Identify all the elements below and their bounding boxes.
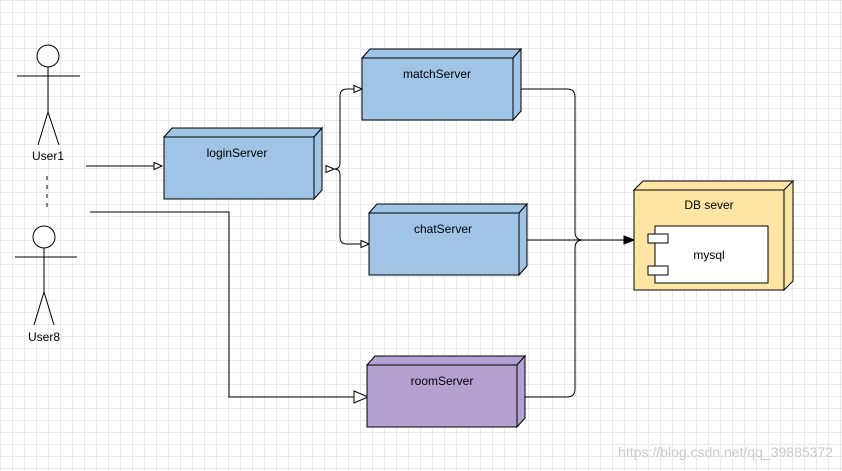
node-match-server-side bbox=[512, 47, 522, 122]
node-room-server-top bbox=[365, 355, 527, 366]
node-match-server-front bbox=[361, 57, 514, 121]
component-mysql-port-bottom bbox=[647, 265, 669, 276]
node-chat-server-top bbox=[367, 203, 529, 214]
node-login-server-side bbox=[313, 126, 323, 201]
node-match-server[interactable]: matchServer bbox=[360, 47, 523, 122]
component-mysql[interactable]: mysql bbox=[647, 225, 769, 284]
component-mysql-port-top bbox=[647, 233, 669, 244]
edge-login-chat[interactable] bbox=[333, 168, 369, 244]
node-db-server-side bbox=[783, 179, 794, 292]
edge-room-db[interactable] bbox=[516, 239, 634, 397]
actor-user8-label: User8 bbox=[28, 330, 60, 344]
node-chat-server-front bbox=[368, 212, 520, 276]
component-mysql-body bbox=[654, 225, 769, 284]
edge-login-match[interactable] bbox=[334, 89, 362, 169]
node-room-server-label: roomServer bbox=[411, 374, 474, 388]
node-login-server-top bbox=[162, 127, 324, 138]
node-login-server-label: loginServer bbox=[207, 146, 268, 160]
node-chat-server-label: chatServer bbox=[414, 222, 472, 236]
edge-match-db[interactable] bbox=[513, 89, 634, 240]
actor-user1-label: User1 bbox=[32, 149, 64, 163]
node-room-server[interactable]: roomServer bbox=[365, 354, 527, 429]
actor-user8[interactable]: User8 bbox=[15, 225, 77, 344]
node-db-server-label: DB sever bbox=[684, 198, 733, 212]
node-match-server-label: matchServer bbox=[403, 67, 471, 81]
node-db-server[interactable]: DB sever mysql bbox=[632, 179, 795, 292]
node-room-server-front bbox=[366, 364, 518, 428]
edge-user8-room[interactable] bbox=[90, 211, 368, 397]
node-match-server-top bbox=[360, 48, 523, 59]
node-db-server-top bbox=[632, 180, 795, 191]
actor-user1[interactable]: User1 bbox=[17, 44, 80, 163]
component-mysql-label: mysql bbox=[693, 248, 724, 262]
node-room-server-side bbox=[516, 354, 526, 429]
watermark-text: https://blog.csdn.net/qq_39885372 bbox=[618, 444, 833, 460]
node-login-server-front bbox=[163, 136, 315, 200]
node-chat-server-side bbox=[518, 202, 528, 277]
node-chat-server[interactable]: chatServer bbox=[367, 202, 529, 277]
node-login-server[interactable]: loginServer bbox=[162, 126, 324, 201]
